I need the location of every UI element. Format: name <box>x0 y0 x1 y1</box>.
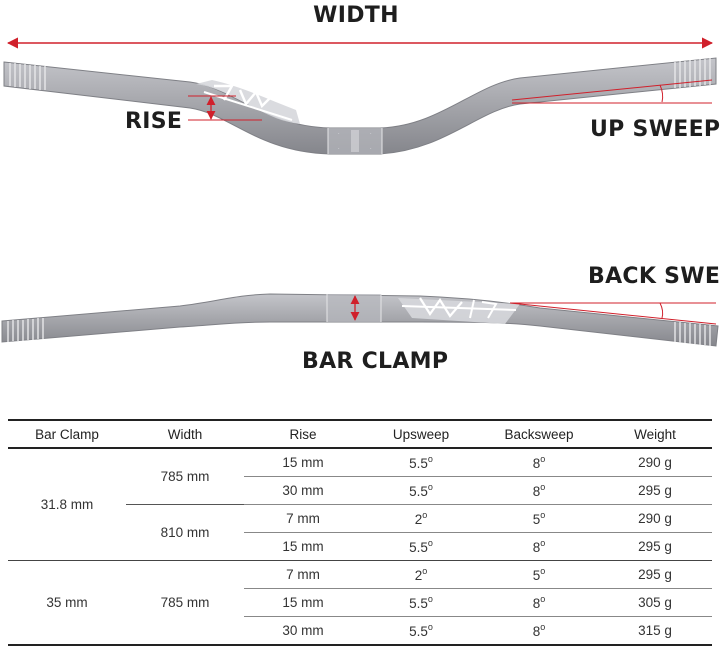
backsweep-cell: 8o <box>480 588 598 617</box>
bar-clamp-label: BAR CLAMP <box>302 349 448 374</box>
weight-cell: 295 g <box>598 532 712 561</box>
header-rise: Rise <box>244 419 362 449</box>
table-row: 31.8 mm 785 mm 15 mm 5.5o 8o 290 g <box>8 448 712 561</box>
header-width: Width <box>126 419 244 449</box>
table-row: 30 mm 5.5o 8o 295 g <box>8 476 712 505</box>
width-cell: 810 mm <box>126 504 244 561</box>
svg-text:·: · <box>370 131 372 137</box>
rise-cell: 30 mm <box>244 476 362 505</box>
rise-cell: 15 mm <box>244 532 362 561</box>
weight-cell: 290 g <box>598 504 712 533</box>
header-weight: Weight <box>598 419 712 449</box>
backsweep-cell: 8o <box>480 476 598 505</box>
handlebar-diagram: WIDTH · · · · <box>1 3 720 374</box>
bar-clamp-cell: 35 mm <box>8 560 126 646</box>
table-row: 35 mm 785 mm 7 mm 2o 5o 295 g <box>8 560 712 646</box>
weight-cell: 305 g <box>598 588 712 617</box>
riser-bar-top-view <box>1 293 719 347</box>
rise-cell: 7 mm <box>244 560 362 589</box>
backsweep-cell: 8o <box>480 448 598 477</box>
upsweep-cell: 5.5o <box>362 448 480 477</box>
rise-label: RISE <box>125 109 182 134</box>
table-header-row: Bar Clamp Width Rise Upsweep Backsweep W… <box>8 419 712 449</box>
table-row: 15 mm 5.5o 8o 305 g <box>8 588 712 617</box>
backsweep-cell: 8o <box>480 616 598 646</box>
spec-table: Bar Clamp Width Rise Upsweep Backsweep W… <box>8 419 712 646</box>
upsweep-cell: 5.5o <box>362 616 480 646</box>
rise-cell: 15 mm <box>244 588 362 617</box>
upsweep-cell: 5.5o <box>362 476 480 505</box>
backsweep-dimension <box>509 302 717 325</box>
upsweep-cell: 2o <box>362 504 480 533</box>
width-cell: 785 mm <box>126 560 244 646</box>
header-bar-clamp: Bar Clamp <box>8 419 126 449</box>
rise-cell: 15 mm <box>244 448 362 477</box>
width-cell: 785 mm <box>126 448 244 505</box>
bar-clamp-cell: 31.8 mm <box>8 448 126 561</box>
rise-cell: 7 mm <box>244 504 362 533</box>
upsweep-cell: 5.5o <box>362 532 480 561</box>
rise-cell: 30 mm <box>244 616 362 646</box>
width-label: WIDTH <box>313 3 399 28</box>
backsweep-cell: 5o <box>480 504 598 533</box>
upsweep-dimension <box>511 79 713 104</box>
weight-cell: 315 g <box>598 616 712 646</box>
back-sweep-label: BACK SWEEP <box>588 264 720 289</box>
weight-cell: 290 g <box>598 448 712 477</box>
backsweep-cell: 8o <box>480 532 598 561</box>
upsweep-cell: 2o <box>362 560 480 589</box>
rise-dimension <box>188 95 262 121</box>
table-row: 810 mm 7 mm 2o 5o 290 g <box>8 504 712 561</box>
header-backsweep: Backsweep <box>480 419 598 449</box>
svg-text:·: · <box>338 146 340 152</box>
header-upsweep: Upsweep <box>362 419 480 449</box>
svg-text:·: · <box>338 131 340 137</box>
backsweep-cell: 5o <box>480 560 598 589</box>
upsweep-cell: 5.5o <box>362 588 480 617</box>
weight-cell: 295 g <box>598 560 712 589</box>
table-row: 15 mm 5.5o 8o 295 g <box>8 532 712 561</box>
svg-text:·: · <box>370 146 372 152</box>
weight-cell: 295 g <box>598 476 712 505</box>
up-sweep-label: UP SWEEP <box>590 117 720 142</box>
